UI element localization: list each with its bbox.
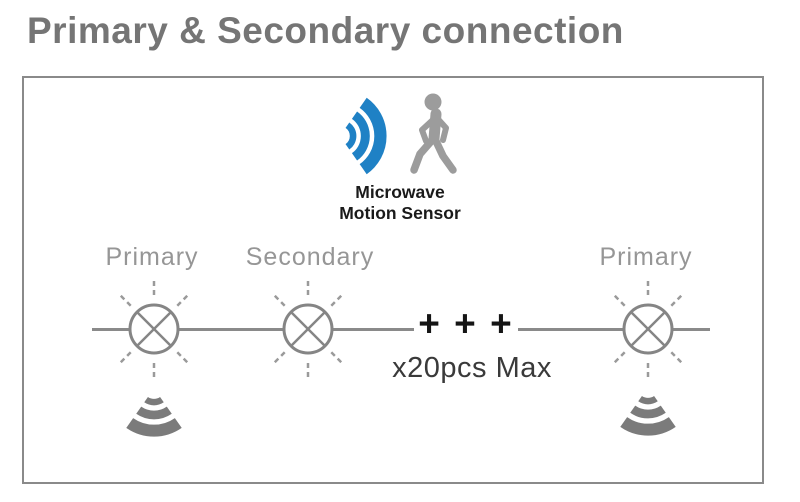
- lamp-symbol-primary-left: [117, 277, 191, 381]
- microwave-waves-icon: [345, 97, 387, 175]
- lamp-symbol-primary-right: [611, 277, 685, 381]
- node-label-primary-left: Primary: [105, 243, 199, 271]
- expansion-max-label: x20pcs Max: [392, 352, 552, 384]
- expansion-plus-symbols: + + +: [418, 303, 514, 344]
- sensor-legend-label: Microwave Motion Sensor: [300, 182, 500, 223]
- sensor-beam-icon-right: [620, 395, 676, 436]
- connection-wire-right: [518, 328, 710, 331]
- walking-person-icon: [410, 93, 457, 174]
- sensor-legend-line1: Microwave: [355, 182, 445, 202]
- page-title: Primary & Secondary connection: [27, 10, 624, 51]
- sensor-legend-line2: Motion Sensor: [339, 202, 461, 223]
- lamp-symbol-secondary: [271, 277, 345, 381]
- node-label-secondary: Secondary: [245, 243, 375, 271]
- connection-wire-left: [92, 328, 414, 331]
- node-label-primary-right: Primary: [599, 243, 693, 271]
- sensor-beam-icon-left: [126, 396, 182, 437]
